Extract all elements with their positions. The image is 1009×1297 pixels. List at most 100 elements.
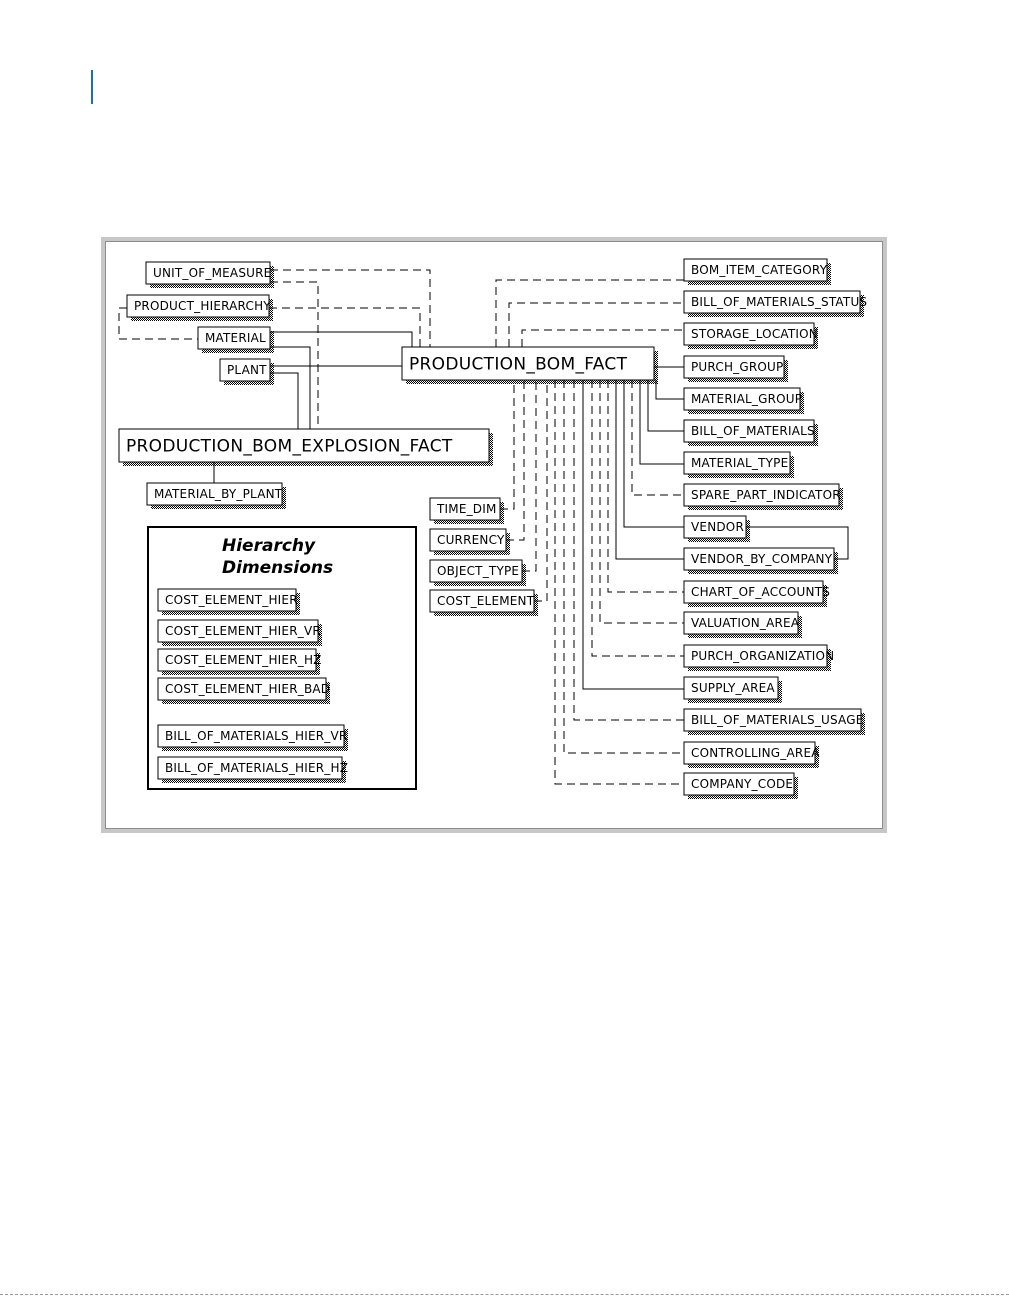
table-label: MATERIAL_TYPE — [691, 456, 788, 470]
solid-connector — [639, 380, 684, 465]
table-object-type: OBJECT_TYPE — [429, 559, 526, 586]
dashed-connector — [269, 307, 421, 347]
table-label: COST_ELEMENT_HIER — [165, 593, 298, 607]
table-vendor: VENDOR — [683, 515, 750, 542]
table-label: COST_ELEMENT_HIER_BAD — [165, 682, 330, 696]
dashed-connector — [521, 329, 684, 347]
table-box — [157, 756, 343, 780]
table-box — [683, 290, 861, 314]
table-production-bom-fact: PRODUCTION_BOM_FACT — [401, 346, 658, 384]
dashed-connector — [591, 380, 684, 657]
dashed-connector — [522, 380, 537, 572]
table-spare-part-indicator: SPARE_PART_INDICATOR — [683, 483, 843, 510]
table-material-type: MATERIAL_TYPE — [683, 451, 794, 478]
table-box — [683, 419, 815, 443]
solid-connector — [655, 380, 684, 400]
table-unit-of-measure: UNIT_OF_MEASURE — [145, 261, 274, 288]
table-label: COST_ELEMENT_HIER_HZ — [165, 653, 322, 667]
table-currency: CURRENCY — [429, 528, 510, 555]
dashed-connector — [508, 302, 684, 347]
table-bom-item-category: BOM_ITEM_CATEGORY — [683, 258, 831, 285]
solid-connector — [647, 380, 684, 432]
table-bill-of-materials: BILL_OF_MATERIALS — [683, 419, 818, 446]
table-box — [683, 676, 779, 700]
table-label: PRODUCT_HIERARCHY — [134, 299, 271, 313]
table-box — [145, 261, 271, 285]
table-label: PRODUCTION_BOM_FACT — [409, 355, 628, 375]
table-label: BILL_OF_MATERIALS_USAGE — [691, 713, 864, 727]
table-cost-element-hier-vr: COST_ELEMENT_HIER_VR — [157, 619, 322, 646]
table-material-group: MATERIAL_GROUP — [683, 387, 804, 414]
table-label: CONTROLLING_AREA — [691, 746, 820, 760]
table-box — [683, 547, 835, 571]
table-bill-of-materials-usage: BILL_OF_MATERIALS_USAGE — [683, 708, 865, 735]
solid-connector — [270, 372, 299, 429]
table-vendor-by-company: VENDOR_BY_COMPANY — [683, 547, 838, 574]
table-purch-organization: PURCH_ORGANIZATION — [683, 644, 834, 671]
table-product-hierarchy: PRODUCT_HIERARCHY — [126, 294, 273, 321]
legend-title-line1: Hierarchy — [222, 536, 316, 556]
table-storage-location: STORAGE_LOCATION — [683, 322, 818, 349]
table-label: CHART_OF_ACCOUNTS — [691, 585, 830, 599]
table-label: UNIT_OF_MEASURE — [153, 266, 271, 280]
tables-layer: PRODUCTION_BOM_FACT PRODUCTION_BOM_EXPLOS… — [118, 258, 867, 799]
table-label: PURCH_ORGANIZATION — [691, 649, 834, 663]
table-material-by-plant: MATERIAL_BY_PLANT — [146, 482, 286, 509]
table-label: STORAGE_LOCATION — [691, 327, 818, 341]
table-plant: PLANT — [219, 358, 274, 385]
table-box — [429, 497, 501, 521]
solid-connector — [615, 380, 684, 560]
table-bill-of-materials-status: BILL_OF_MATERIALS_STATUS — [683, 290, 867, 317]
table-supply-area: SUPPLY_AREA — [683, 676, 782, 703]
table-box — [683, 387, 801, 411]
table-company-code: COMPANY_CODE — [683, 772, 798, 799]
table-box — [126, 294, 270, 318]
table-box — [401, 346, 655, 381]
table-label: VALUATION_AREA — [691, 616, 800, 630]
table-bill-of-materials-hier-vr: BILL_OF_MATERIALS_HIER_VR — [157, 724, 348, 751]
dashed-connector — [270, 269, 431, 347]
table-label: PRODUCTION_BOM_EXPLOSION_FACT — [126, 437, 453, 457]
dashed-connector — [118, 307, 198, 340]
table-box — [429, 589, 535, 613]
table-box — [683, 772, 795, 796]
table-box — [157, 724, 345, 748]
table-chart-of-accounts: CHART_OF_ACCOUNTS — [683, 580, 830, 607]
table-box — [683, 322, 815, 346]
solid-connector — [623, 380, 684, 528]
table-label: BOM_ITEM_CATEGORY — [691, 263, 828, 277]
table-box — [683, 483, 840, 507]
margin-change-bar — [91, 70, 93, 104]
dashed-connector — [599, 380, 684, 624]
table-box — [157, 648, 317, 672]
table-box — [683, 515, 747, 539]
table-box — [197, 326, 271, 350]
solid-connector — [746, 526, 849, 560]
table-label: SUPPLY_AREA — [691, 681, 775, 695]
table-label: TIME_DIM — [436, 502, 497, 516]
solid-connector — [582, 380, 684, 690]
table-box — [157, 677, 327, 701]
connector-lines — [118, 269, 849, 785]
table-box — [683, 258, 828, 282]
table-label: CURRENCY — [437, 533, 505, 547]
table-label: SPARE_PART_INDICATOR — [691, 488, 841, 502]
table-label: VENDOR_BY_COMPANY — [691, 552, 833, 566]
table-time-dim: TIME_DIM — [429, 497, 504, 524]
table-box — [429, 528, 507, 552]
solid-connector — [270, 331, 413, 347]
table-cost-element-hier-bad: COST_ELEMENT_HIER_BAD — [157, 677, 330, 704]
table-bill-of-materials-hier-hz: BILL_OF_MATERIALS_HIER_HZ — [157, 756, 348, 783]
table-cost-element-hier-hz: COST_ELEMENT_HIER_HZ — [157, 648, 322, 675]
table-box — [146, 482, 283, 506]
table-label: COST_ELEMENT — [437, 594, 535, 608]
table-box — [157, 588, 297, 612]
table-box — [683, 708, 862, 732]
table-box — [683, 451, 791, 475]
table-box — [683, 580, 824, 604]
dashed-connector — [573, 380, 684, 721]
dashed-connector — [607, 380, 684, 593]
table-label: VENDOR — [691, 520, 744, 534]
dashed-connector — [554, 380, 684, 785]
